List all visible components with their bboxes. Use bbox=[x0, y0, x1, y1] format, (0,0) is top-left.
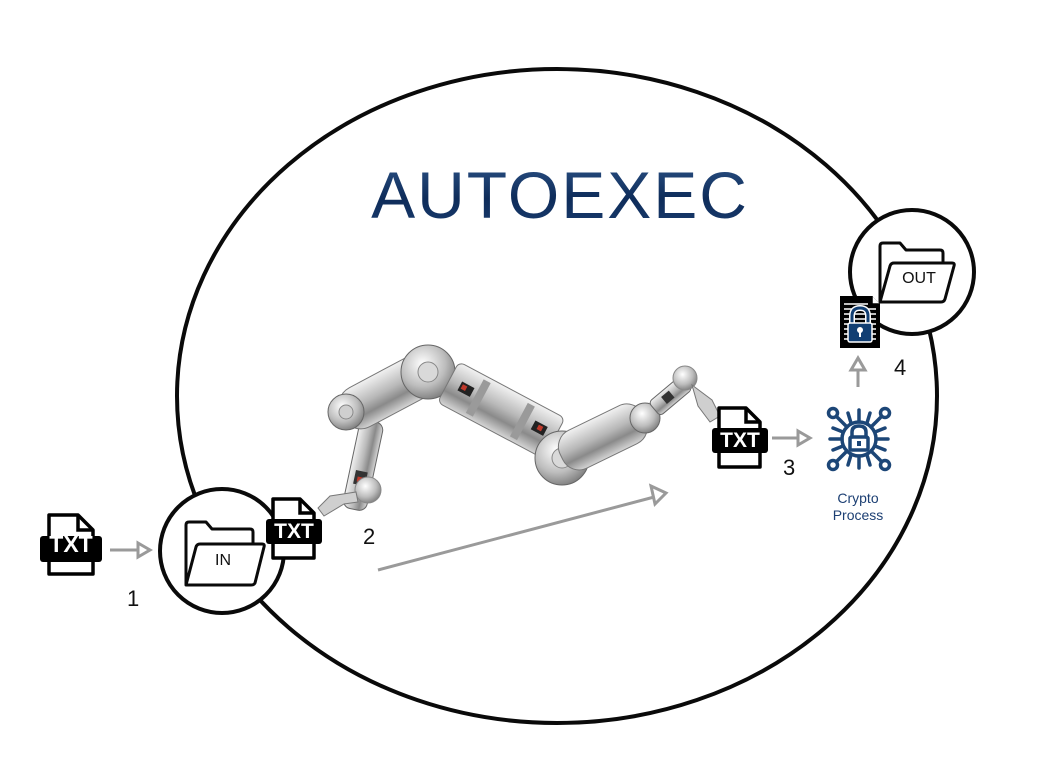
crypto-process-label: Crypto Process bbox=[818, 490, 898, 524]
delivered-txt-file-icon bbox=[712, 406, 768, 469]
locked-document-icon bbox=[840, 296, 880, 348]
in-folder-circle[interactable] bbox=[156, 485, 288, 617]
circuit-lock-icon[interactable] bbox=[824, 404, 894, 474]
out-folder-circle[interactable] bbox=[846, 206, 978, 338]
arrow-1 bbox=[110, 540, 153, 560]
folder-open-icon bbox=[878, 241, 956, 304]
delivered-txt-file-label: TXT bbox=[720, 429, 760, 452]
step-number-4: 4 bbox=[894, 355, 907, 380]
arrow-3 bbox=[772, 428, 813, 448]
arrow-4 bbox=[848, 355, 868, 387]
step-number-2: 2 bbox=[363, 524, 376, 549]
crypto-label-line1: Crypto bbox=[837, 490, 879, 506]
picked-txt-file-label: TXT bbox=[274, 520, 314, 543]
in-folder-label: IN bbox=[215, 552, 231, 569]
folder-open-icon bbox=[184, 520, 266, 587]
crypto-label-line2: Process bbox=[832, 507, 884, 523]
step-number-1: 1 bbox=[127, 586, 140, 611]
step-number-3: 3 bbox=[783, 455, 796, 480]
robotic-arm-icon bbox=[317, 344, 720, 517]
diagram-title: AUTOEXEC bbox=[360, 160, 760, 230]
input-txt-file-icon bbox=[40, 513, 102, 576]
arrow-2 bbox=[377, 483, 669, 572]
picked-txt-file-icon bbox=[266, 497, 322, 560]
out-folder-label: OUT bbox=[902, 270, 936, 287]
input-txt-file-label: TXT bbox=[49, 531, 93, 557]
